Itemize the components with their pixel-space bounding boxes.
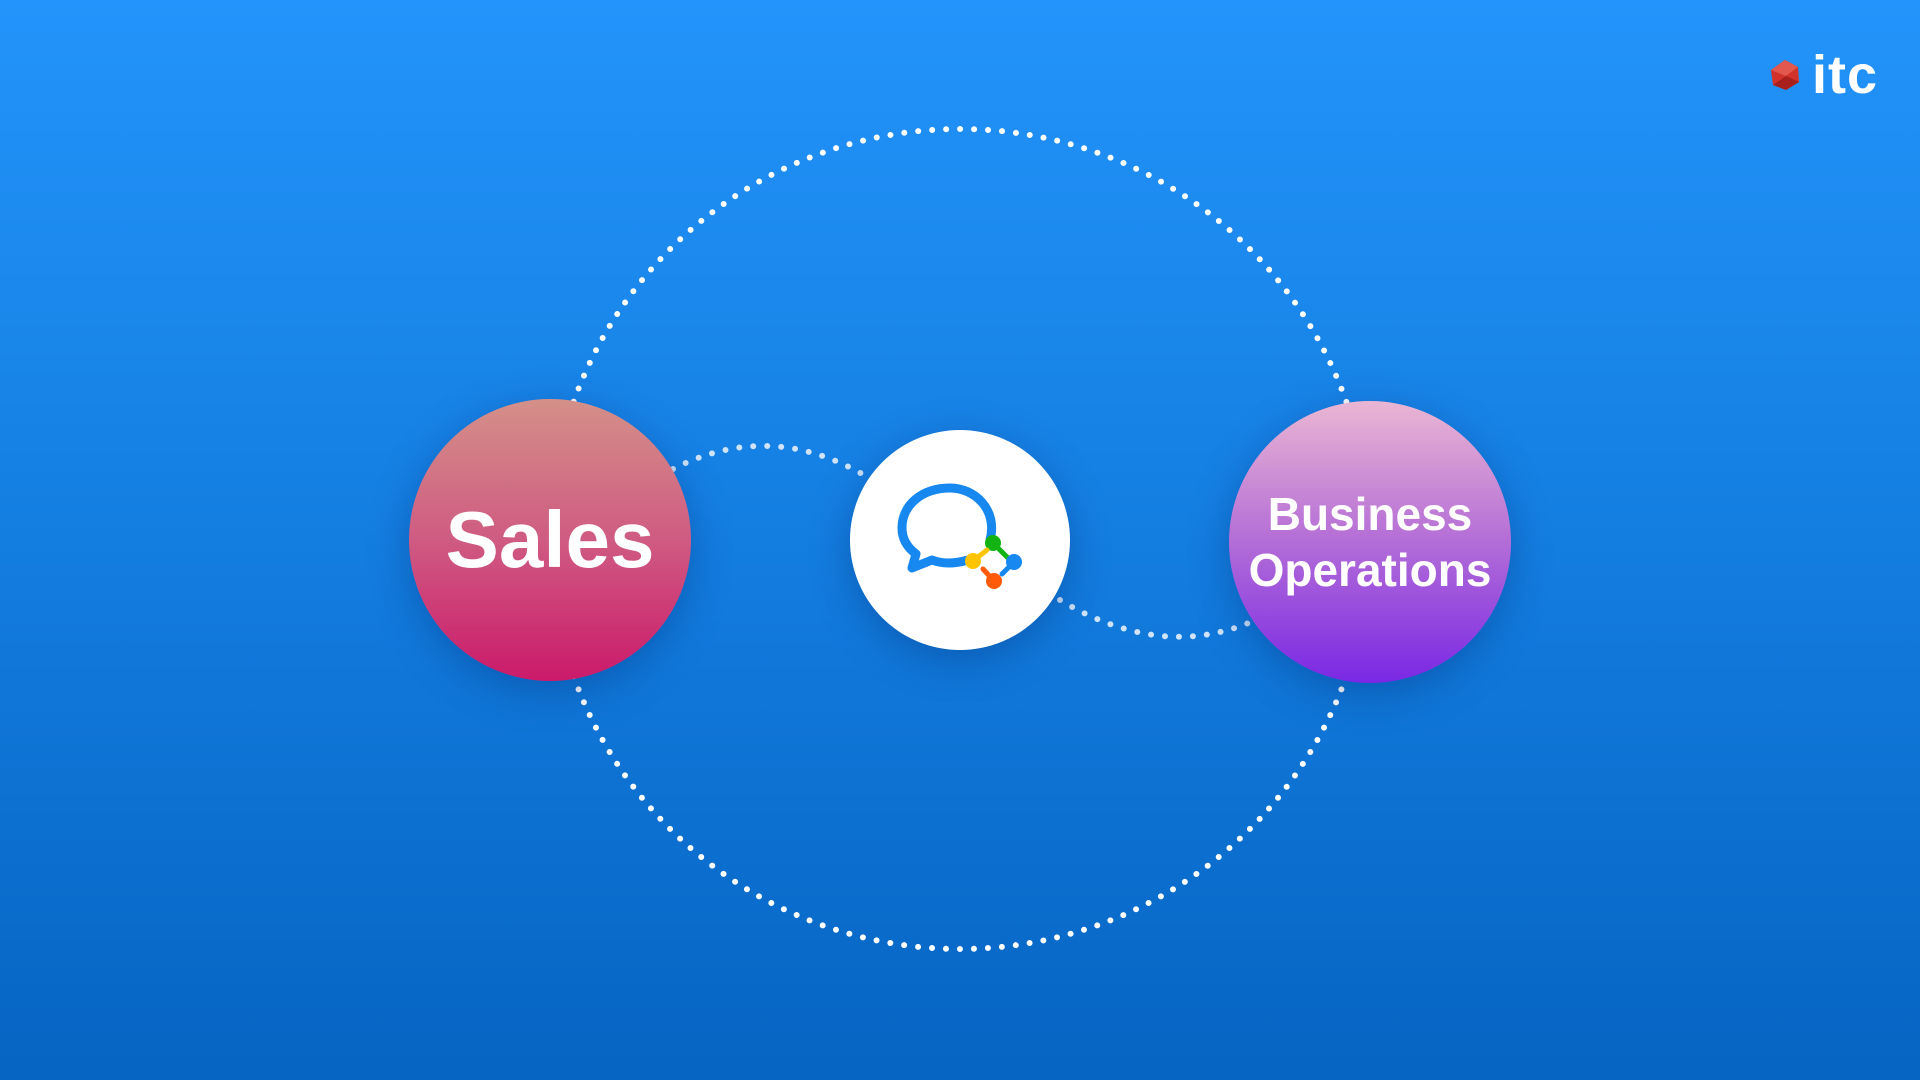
chat-connect-app-icon	[897, 483, 1022, 589]
ops-label-line2: Operations	[1248, 544, 1492, 596]
sales-node: Sales	[409, 399, 691, 681]
sales-label: Sales	[445, 495, 655, 584]
hub-node	[850, 430, 1070, 650]
itc-logo-text: itc	[1812, 45, 1879, 105]
sales-hub-link	[670, 442, 867, 478]
itc-logo-mark-icon	[1771, 60, 1799, 90]
ops-label-line1: Business	[1267, 488, 1473, 540]
hub-ops-link	[1057, 597, 1254, 640]
itc-logo: itc	[1768, 44, 1878, 106]
